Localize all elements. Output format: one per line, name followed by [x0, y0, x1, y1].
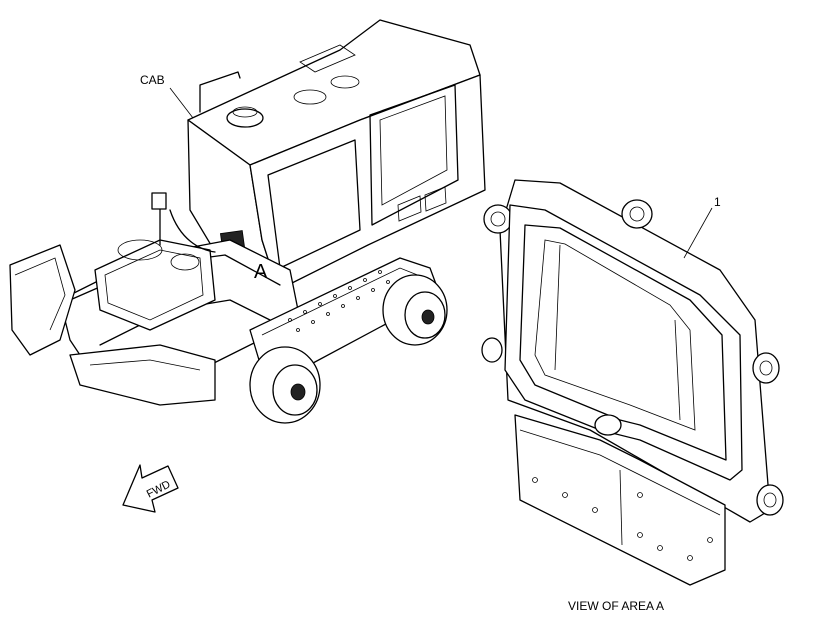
area-a-marker: A	[254, 261, 268, 283]
callout-1-label: 1	[714, 195, 721, 209]
control-module-illustration	[481, 179, 784, 586]
view-caption: VIEW OF AREA A	[568, 599, 664, 613]
callout-1-leader-line	[683, 207, 713, 259]
fwd-arrow-icon: FWD	[122, 464, 179, 513]
machine-illustration	[9, 19, 486, 424]
cab-label: CAB	[140, 73, 165, 87]
cab-leader-line	[169, 87, 194, 119]
